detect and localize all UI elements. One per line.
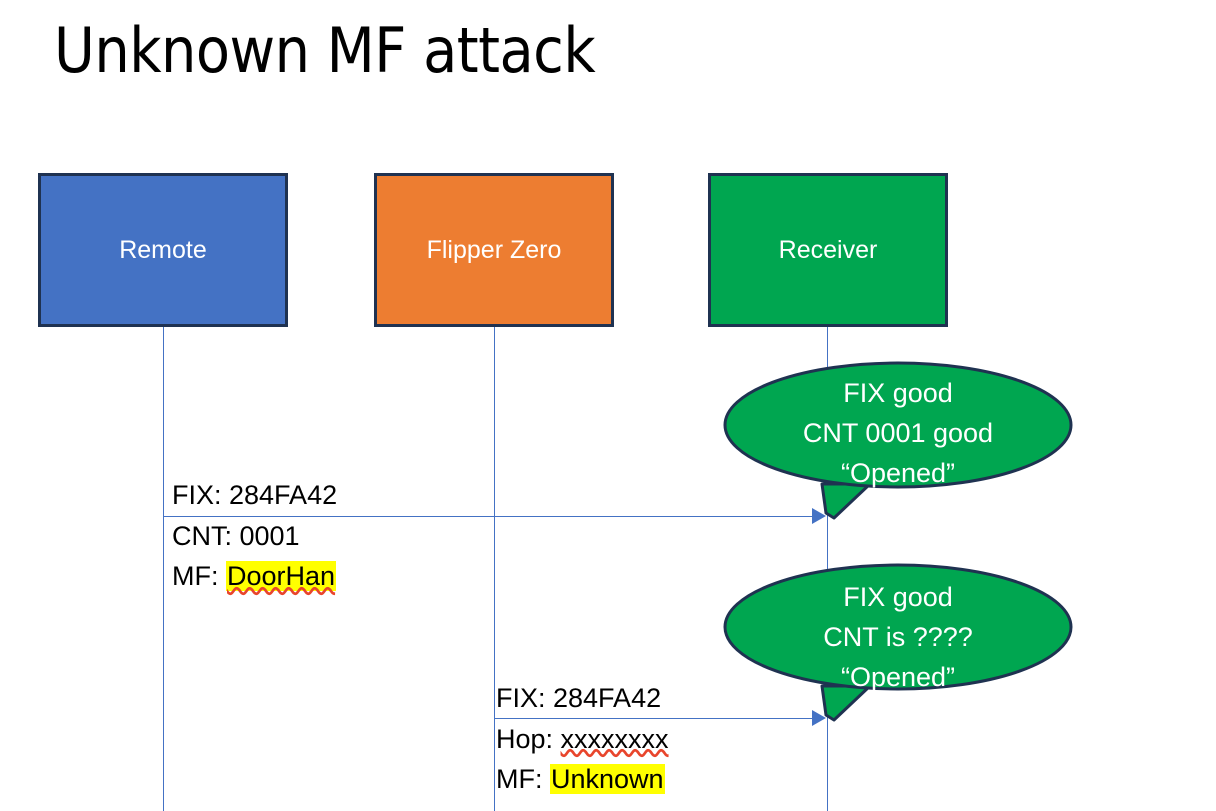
- lifeline-flipper-zero: [494, 327, 495, 811]
- message-1-mf-prefix: MF:: [172, 561, 226, 591]
- callout-shape-1: [723, 361, 1073, 520]
- message-1-cnt-text: CNT: 0001: [172, 521, 300, 551]
- message-1-mf-line: MF: DoorHan: [172, 556, 337, 596]
- page-title: Unknown MF attack: [54, 14, 596, 87]
- message-2-mf-value: Unknown: [550, 764, 665, 794]
- callout-ellipse-1: [723, 361, 1073, 489]
- callout-bubble-2[interactable]: FIX good CNT is ???? “Opened”: [722, 560, 1074, 725]
- message-arrow-line-2: [494, 718, 814, 719]
- callout-tail-2: [820, 684, 872, 722]
- lifeline-remote: [163, 327, 164, 811]
- actor-label-flipper-zero: Flipper Zero: [426, 236, 562, 264]
- message-2-hop-prefix: Hop:: [496, 724, 561, 754]
- actor-box-remote[interactable]: Remote: [38, 173, 288, 327]
- actor-label-receiver: Receiver: [778, 236, 878, 264]
- callout-shape-2: [723, 563, 1073, 722]
- message-2-mf-line: MF: Unknown: [496, 759, 669, 799]
- message-2-hop-value: xxxxxxxx: [560, 724, 669, 754]
- message-label-2-below: Hop: xxxxxxxx MF: Unknown: [496, 719, 669, 799]
- callout-bubble-1[interactable]: FIX good CNT 0001 good “Opened”: [722, 358, 1074, 523]
- actor-box-receiver[interactable]: Receiver: [708, 173, 948, 327]
- message-2-hop-line: Hop: xxxxxxxx: [496, 719, 669, 759]
- message-label-2-above: FIX: 284FA42: [496, 678, 661, 718]
- message-2-mf-prefix: MF:: [496, 764, 550, 794]
- message-1-fix-label: FIX: 284FA42: [172, 480, 338, 510]
- message-label-1-above: FIX: 284FA42: [172, 475, 337, 515]
- message-1-mf-value: DoorHan: [226, 561, 337, 591]
- actor-box-flipper-zero[interactable]: Flipper Zero: [374, 173, 614, 327]
- message-label-1-below: CNT: 0001 MF: DoorHan: [172, 516, 337, 596]
- message-arrowhead-icon-2: [812, 710, 826, 726]
- message-arrowhead-icon-1: [812, 508, 826, 524]
- callout-tail-1: [820, 482, 872, 520]
- message-arrow-line-1: [163, 516, 814, 517]
- callout-ellipse-2: [723, 563, 1073, 691]
- message-1-cnt-line: CNT: 0001: [172, 516, 336, 556]
- actor-label-remote: Remote: [119, 236, 207, 264]
- message-2-fix-label: FIX: 284FA42: [496, 683, 662, 713]
